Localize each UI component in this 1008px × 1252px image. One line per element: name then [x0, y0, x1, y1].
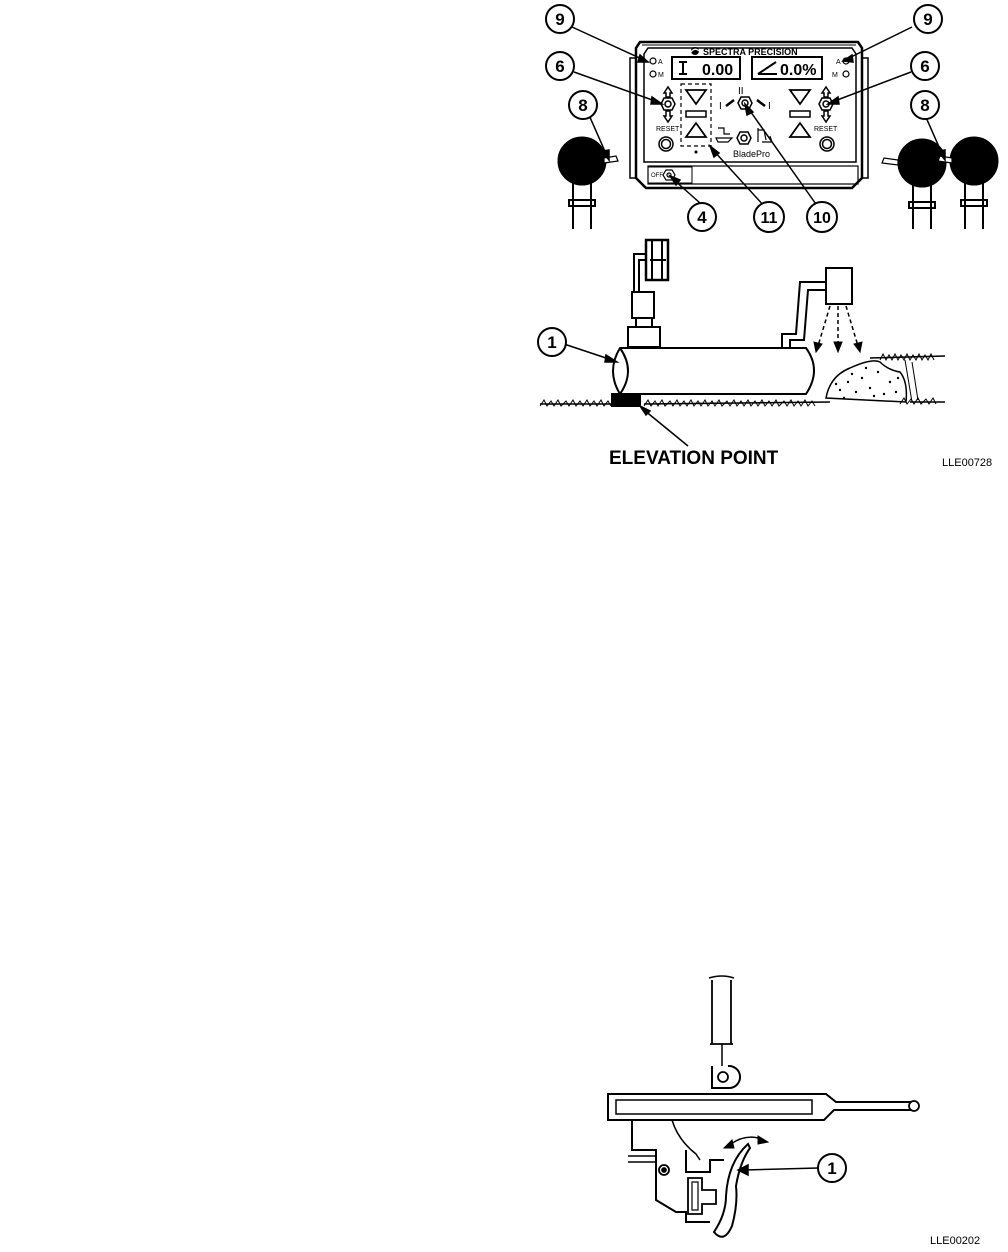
- manual-label-right: M: [832, 72, 838, 79]
- right-reset-button[interactable]: [819, 136, 835, 152]
- manual-led-icon: [842, 70, 850, 78]
- reset-label-right: RESET: [814, 126, 838, 133]
- callout-6-right-label: 6: [920, 57, 929, 76]
- callout-4: 4: [687, 202, 717, 232]
- auto-label-left: A: [658, 59, 663, 66]
- left-reset-button[interactable]: [658, 136, 674, 152]
- blade-icon-left: [715, 127, 734, 143]
- hex-nut-icon: [660, 97, 676, 111]
- callout-6-left: 6: [545, 51, 575, 81]
- linkage-diagram: [607, 975, 920, 1238]
- callout-8-right-label: 8: [920, 96, 929, 115]
- power-off-label: OFF: [651, 173, 663, 179]
- up-triangle-button-right[interactable]: [788, 121, 812, 138]
- callout-1-label: 1: [547, 333, 556, 352]
- callout-1b-label: 1: [827, 1159, 836, 1178]
- callout-4-label: 4: [697, 208, 707, 227]
- down-triangle-button-right[interactable]: [788, 89, 812, 106]
- elevation-symbol-icon: [679, 61, 687, 75]
- slope-display: [751, 56, 823, 80]
- elevation-point-label: ELEVATION POINT: [609, 448, 779, 469]
- manual-led-icon: [649, 70, 657, 78]
- reset-label-left: RESET: [656, 126, 680, 133]
- elevation-sensor: [644, 238, 670, 282]
- joystick-right-1: [881, 138, 947, 229]
- grade-buttons-group-box: [680, 83, 712, 147]
- figure-1-id: LLE00728: [942, 457, 992, 469]
- slope-readout: 0.0%: [780, 62, 816, 79]
- elevation-display: [671, 56, 741, 80]
- led-indicators-left: [649, 57, 657, 78]
- manual-label-left: M: [658, 72, 664, 79]
- figure-2-id: LLE00202: [930, 1235, 980, 1247]
- mode-label-left: I: [719, 101, 722, 112]
- control-panel: [629, 40, 869, 190]
- callout-8-right: 8: [910, 90, 940, 120]
- callout-6-left-label: 6: [555, 57, 564, 76]
- mode-label-right: I: [768, 101, 771, 112]
- on-grade-bar-right: [789, 110, 811, 118]
- callout-8-left: 8: [568, 90, 598, 120]
- auto-label-right: A: [836, 59, 841, 66]
- dot-icon: [694, 150, 698, 154]
- callout-6-right: 6: [910, 51, 940, 81]
- down-arrow-icon: [662, 110, 674, 124]
- up-triangle-button-left[interactable]: [684, 121, 708, 138]
- up-arrow-icon: [662, 85, 674, 98]
- joystick-left: [557, 136, 619, 229]
- callout-9-left-label: 9: [555, 10, 564, 29]
- joystick-right-2: [937, 136, 999, 229]
- down-arrow-icon: [820, 110, 832, 124]
- callout-11: 11: [753, 201, 785, 233]
- product-name: BladePro: [733, 149, 770, 159]
- elevation-readout: 0.00: [702, 62, 733, 79]
- callout-11-label: 11: [761, 210, 778, 227]
- slope-sensor: [825, 267, 853, 305]
- callout-1b: 1: [817, 1153, 847, 1183]
- callout-leaders: [571, 26, 946, 208]
- callout-9-right-label: 9: [923, 10, 932, 29]
- left-valve-switch[interactable]: [660, 85, 676, 124]
- callout-10: 10: [806, 201, 838, 233]
- soil-dots: [834, 366, 900, 400]
- down-triangle-button-left[interactable]: [684, 89, 708, 106]
- up-arrow-icon: [820, 85, 832, 98]
- callout-9-right: 9: [913, 4, 943, 34]
- power-switch[interactable]: [662, 169, 676, 181]
- hex-nut-icon: [662, 169, 676, 181]
- hex-nut-icon: [737, 96, 753, 110]
- power-switch-plate: [647, 166, 693, 184]
- callout-1: 1: [537, 327, 567, 357]
- center-select-switch[interactable]: [736, 131, 752, 145]
- blade-diagram: [539, 238, 946, 407]
- callout-8-left-label: 8: [578, 96, 587, 115]
- brand-name: SPECTRA PRECISION: [703, 47, 798, 57]
- callout-1-leader: [563, 343, 689, 447]
- callout-9-left: 9: [545, 4, 575, 34]
- hex-nut-icon: [736, 131, 752, 145]
- spectra-logo-icon: [690, 47, 700, 55]
- mode-label-top: II: [738, 86, 744, 97]
- slope-symbol-icon: [757, 61, 777, 75]
- auto-led-icon: [649, 57, 657, 65]
- on-grade-bar-left: [685, 110, 707, 118]
- callout-10-label: 10: [813, 210, 831, 227]
- callout-1b-leader: [736, 1163, 819, 1177]
